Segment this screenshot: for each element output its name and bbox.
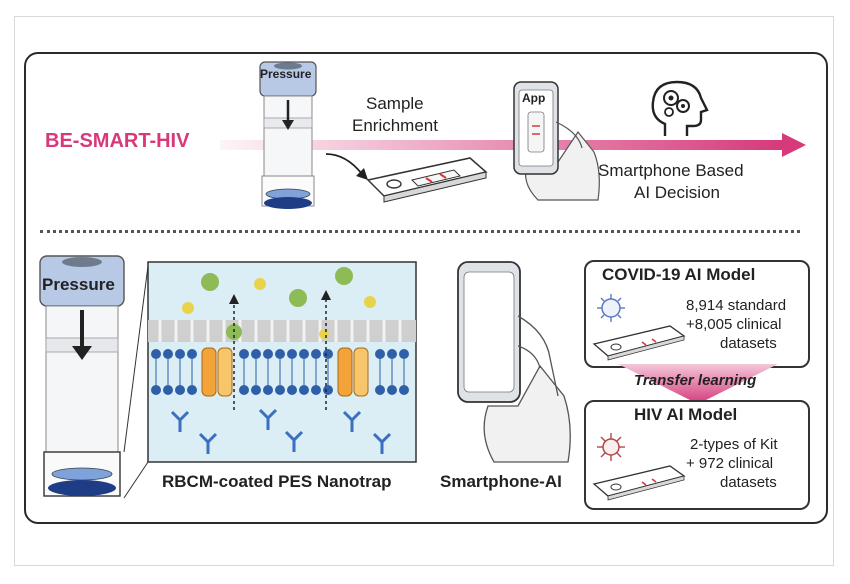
enrichment-line1: Sample [366, 94, 424, 113]
transfer-arrow [618, 364, 778, 404]
test-kit-covid [592, 325, 686, 361]
smartphone-hand-bottom [457, 261, 571, 463]
app-label: App [522, 91, 546, 105]
covid-line3: datasets [720, 335, 777, 352]
ai-head-icon [651, 80, 709, 136]
hiv-line1: 2-types of Kit [690, 436, 778, 453]
sample-vial-small [259, 61, 317, 209]
enrichment-line2: Enrichment [352, 116, 438, 135]
coronavirus-icon [597, 294, 625, 322]
hiv-model-title: HIV AI Model [634, 405, 738, 424]
section-divider [40, 230, 800, 233]
pressure-label-small: Pressure [260, 67, 312, 81]
covid-model-title: COVID-19 AI Model [602, 265, 756, 284]
nanotrap-caption: RBCM-coated PES Nanotrap [162, 472, 392, 491]
sample-vial-large [39, 255, 125, 497]
smartphone-caption: Smartphone-AI [440, 472, 562, 491]
zoom-lines [123, 265, 149, 499]
decision-line1: Smartphone Based [598, 161, 744, 180]
hiv-line2: + 972 clinical [686, 455, 774, 472]
decision-line2: AI Decision [634, 183, 720, 202]
covid-line2: +8,005 clinical [686, 316, 782, 333]
test-kit-top [366, 157, 488, 203]
project-label: BE-SMART-HIV [45, 130, 190, 152]
transfer-label: Transfer learning [634, 372, 757, 389]
nanotrap-panel [147, 261, 417, 463]
test-kit-hiv [592, 465, 686, 501]
curved-arrow-icon [325, 153, 368, 180]
smartphone-hand-top [513, 81, 600, 201]
covid-line1: 8,914 standard [686, 297, 787, 314]
hiv-line3: datasets [720, 474, 777, 491]
pressure-label-large: Pressure [42, 275, 115, 294]
hiv-virus-icon [597, 433, 625, 461]
